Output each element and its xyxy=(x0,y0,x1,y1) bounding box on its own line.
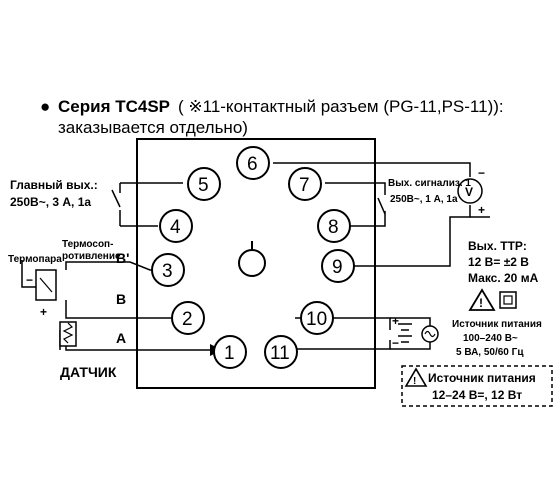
terminal-2: 2 xyxy=(171,301,205,335)
terminal-7: 7 xyxy=(288,167,322,201)
ps-dc-plus: + xyxy=(392,314,399,328)
controller-body xyxy=(136,138,376,389)
terminal-6-label: 6 xyxy=(247,154,258,175)
ps-dc-box xyxy=(401,365,553,407)
terminal-6: 6 xyxy=(236,146,270,180)
title-series: Серия TC4SP xyxy=(58,97,170,116)
meter-plus: + xyxy=(478,203,485,217)
terminal-3-label: 3 xyxy=(162,261,173,282)
wire-6 xyxy=(273,162,471,177)
terminal-5: 5 xyxy=(187,167,221,201)
terminal-1: 1 xyxy=(213,335,247,369)
ps-dc-warning-icon xyxy=(404,367,428,387)
title-bullet: ● xyxy=(40,97,50,116)
terminal-b-label: B xyxy=(116,291,126,307)
terminal-9: 9 xyxy=(321,249,355,283)
rtd-label-2: ротивление xyxy=(62,251,121,262)
wire-7 xyxy=(325,182,386,195)
relay-main-contact xyxy=(111,189,121,208)
terminal-8: 8 xyxy=(317,209,351,243)
terminal-3: 3 xyxy=(151,253,185,287)
wire-3 xyxy=(65,261,155,271)
terminal-2-label: 2 xyxy=(182,309,193,330)
warning-mark: ! xyxy=(479,296,483,310)
rtd-label-1: Термосоп- xyxy=(62,239,113,250)
thermocouple-element xyxy=(35,269,57,301)
ps-ac-voltage: 100–240 В~ xyxy=(463,333,518,344)
ps-dc-rating: 12–24 В=, 12 Вт xyxy=(432,388,522,402)
terminal-10-label: 10 xyxy=(306,309,327,330)
double-insulation-icon xyxy=(499,291,517,309)
terminal-11: 11 xyxy=(264,335,298,369)
tc-plus: + xyxy=(40,305,47,319)
ps-ac-top xyxy=(390,317,431,326)
socket-key-symbol xyxy=(238,241,266,277)
relay-alarm-contact xyxy=(377,197,386,215)
ttr-output-label: Вых. TTP: xyxy=(468,239,527,253)
main-output-rating: 250В~, 3 А, 1а xyxy=(10,195,91,209)
sensor-label: ДАТЧИК xyxy=(60,364,117,380)
terminal-10: 10 xyxy=(300,301,334,335)
main-output-label: Главный вых.: xyxy=(10,178,98,192)
voltmeter-label: V xyxy=(465,185,473,199)
ps-ac-symbol xyxy=(421,325,439,343)
ps-dc-battery xyxy=(398,323,412,343)
tc-lead xyxy=(21,260,36,288)
ps-ac-power: 5 ВА, 50/60 Гц xyxy=(456,347,524,358)
terminal-5-label: 5 xyxy=(198,175,209,196)
tc-minus: − xyxy=(26,273,33,287)
wire-2 xyxy=(65,300,172,319)
terminal-1-label: 1 xyxy=(224,343,235,364)
title-note-line2: заказывается отдельно) xyxy=(58,118,248,137)
meter-minus: − xyxy=(478,166,485,180)
thermocouple-label: Термопара xyxy=(8,254,62,265)
ttr-output-voltage: 12 В= ±2 В xyxy=(468,255,529,269)
terminal-b-prime-label: B' xyxy=(116,250,129,266)
ps-dc-warning-mark: ! xyxy=(413,376,416,387)
ttr-output-current: Макс. 20 мА xyxy=(468,271,539,285)
terminal-8-label: 8 xyxy=(328,217,339,238)
terminal-4-label: 4 xyxy=(170,217,181,238)
ps-dc-minus: − xyxy=(392,336,399,350)
terminal-7-label: 7 xyxy=(299,175,310,196)
rtd-element xyxy=(59,321,77,347)
terminal-9-label: 9 xyxy=(332,257,343,278)
ps-dc-label: Источник питания xyxy=(428,371,536,385)
alarm-output-rating: 250В~, 1 А, 1а xyxy=(390,194,458,205)
terminal-a-label: A xyxy=(116,330,126,346)
alarm-output-label: Вых. сигнализ. 1 xyxy=(388,178,471,189)
voltmeter xyxy=(457,178,483,204)
title-note: ( ※11-контактный разъем (PG-11,PS-11)): xyxy=(178,97,504,116)
warning-icon xyxy=(468,288,496,311)
wire-9 xyxy=(350,205,471,267)
terminal-4: 4 xyxy=(159,209,193,243)
terminal-11-label: 11 xyxy=(270,343,290,364)
ps-ac-bottom xyxy=(390,342,431,350)
ps-ac-label: Источник питания xyxy=(452,319,542,330)
